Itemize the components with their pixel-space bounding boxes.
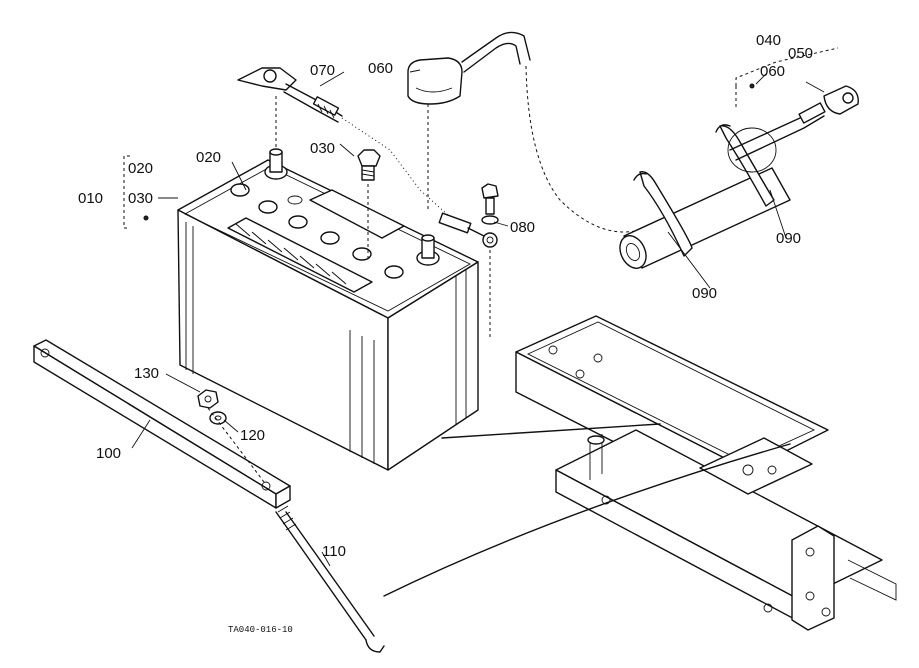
label-030-group: 030 — [128, 190, 153, 207]
bolt-080 — [481, 183, 499, 340]
terminal-bolt-030 — [357, 149, 381, 262]
holder-rod-110 — [275, 505, 385, 653]
label-040: 040 — [756, 32, 781, 49]
cable-guide-tube — [619, 124, 791, 269]
label-070: 070 — [310, 62, 335, 79]
label-030: 030 — [310, 140, 335, 157]
battery-terminal-positive — [264, 148, 288, 180]
label-060: 060 — [368, 60, 393, 77]
label-120: 120 — [240, 427, 265, 444]
positive-cable-070 — [237, 67, 449, 216]
label-010: 010 — [78, 190, 103, 207]
battery-bracket-frame — [515, 315, 897, 631]
label-020: 020 — [196, 149, 221, 166]
battery-holder-100 — [33, 339, 291, 509]
assembly-arrows — [383, 423, 791, 597]
drawing-code: TA040-016-10 — [228, 625, 293, 635]
negative-cable-060 — [407, 31, 641, 248]
label-090-right: 090 — [776, 230, 801, 247]
label-110: 110 — [322, 543, 346, 560]
label-130: 130 — [134, 365, 159, 382]
label-100: 100 — [96, 445, 121, 462]
part-labels: 010 020 030 020 030 070 060 080 090 090 … — [78, 32, 813, 635]
cable-050 — [729, 47, 859, 161]
battery-terminal-negative — [416, 234, 440, 266]
nut-130 — [197, 389, 219, 409]
label-080: 080 — [510, 219, 535, 236]
label-060-right: 060 — [760, 63, 785, 80]
label-090-left: 090 — [692, 285, 717, 302]
washer-120 — [209, 411, 227, 425]
leader-lines — [123, 69, 825, 567]
label-050: 050 — [788, 45, 813, 62]
label-020-group: 020 — [128, 160, 153, 177]
battery — [177, 148, 479, 471]
